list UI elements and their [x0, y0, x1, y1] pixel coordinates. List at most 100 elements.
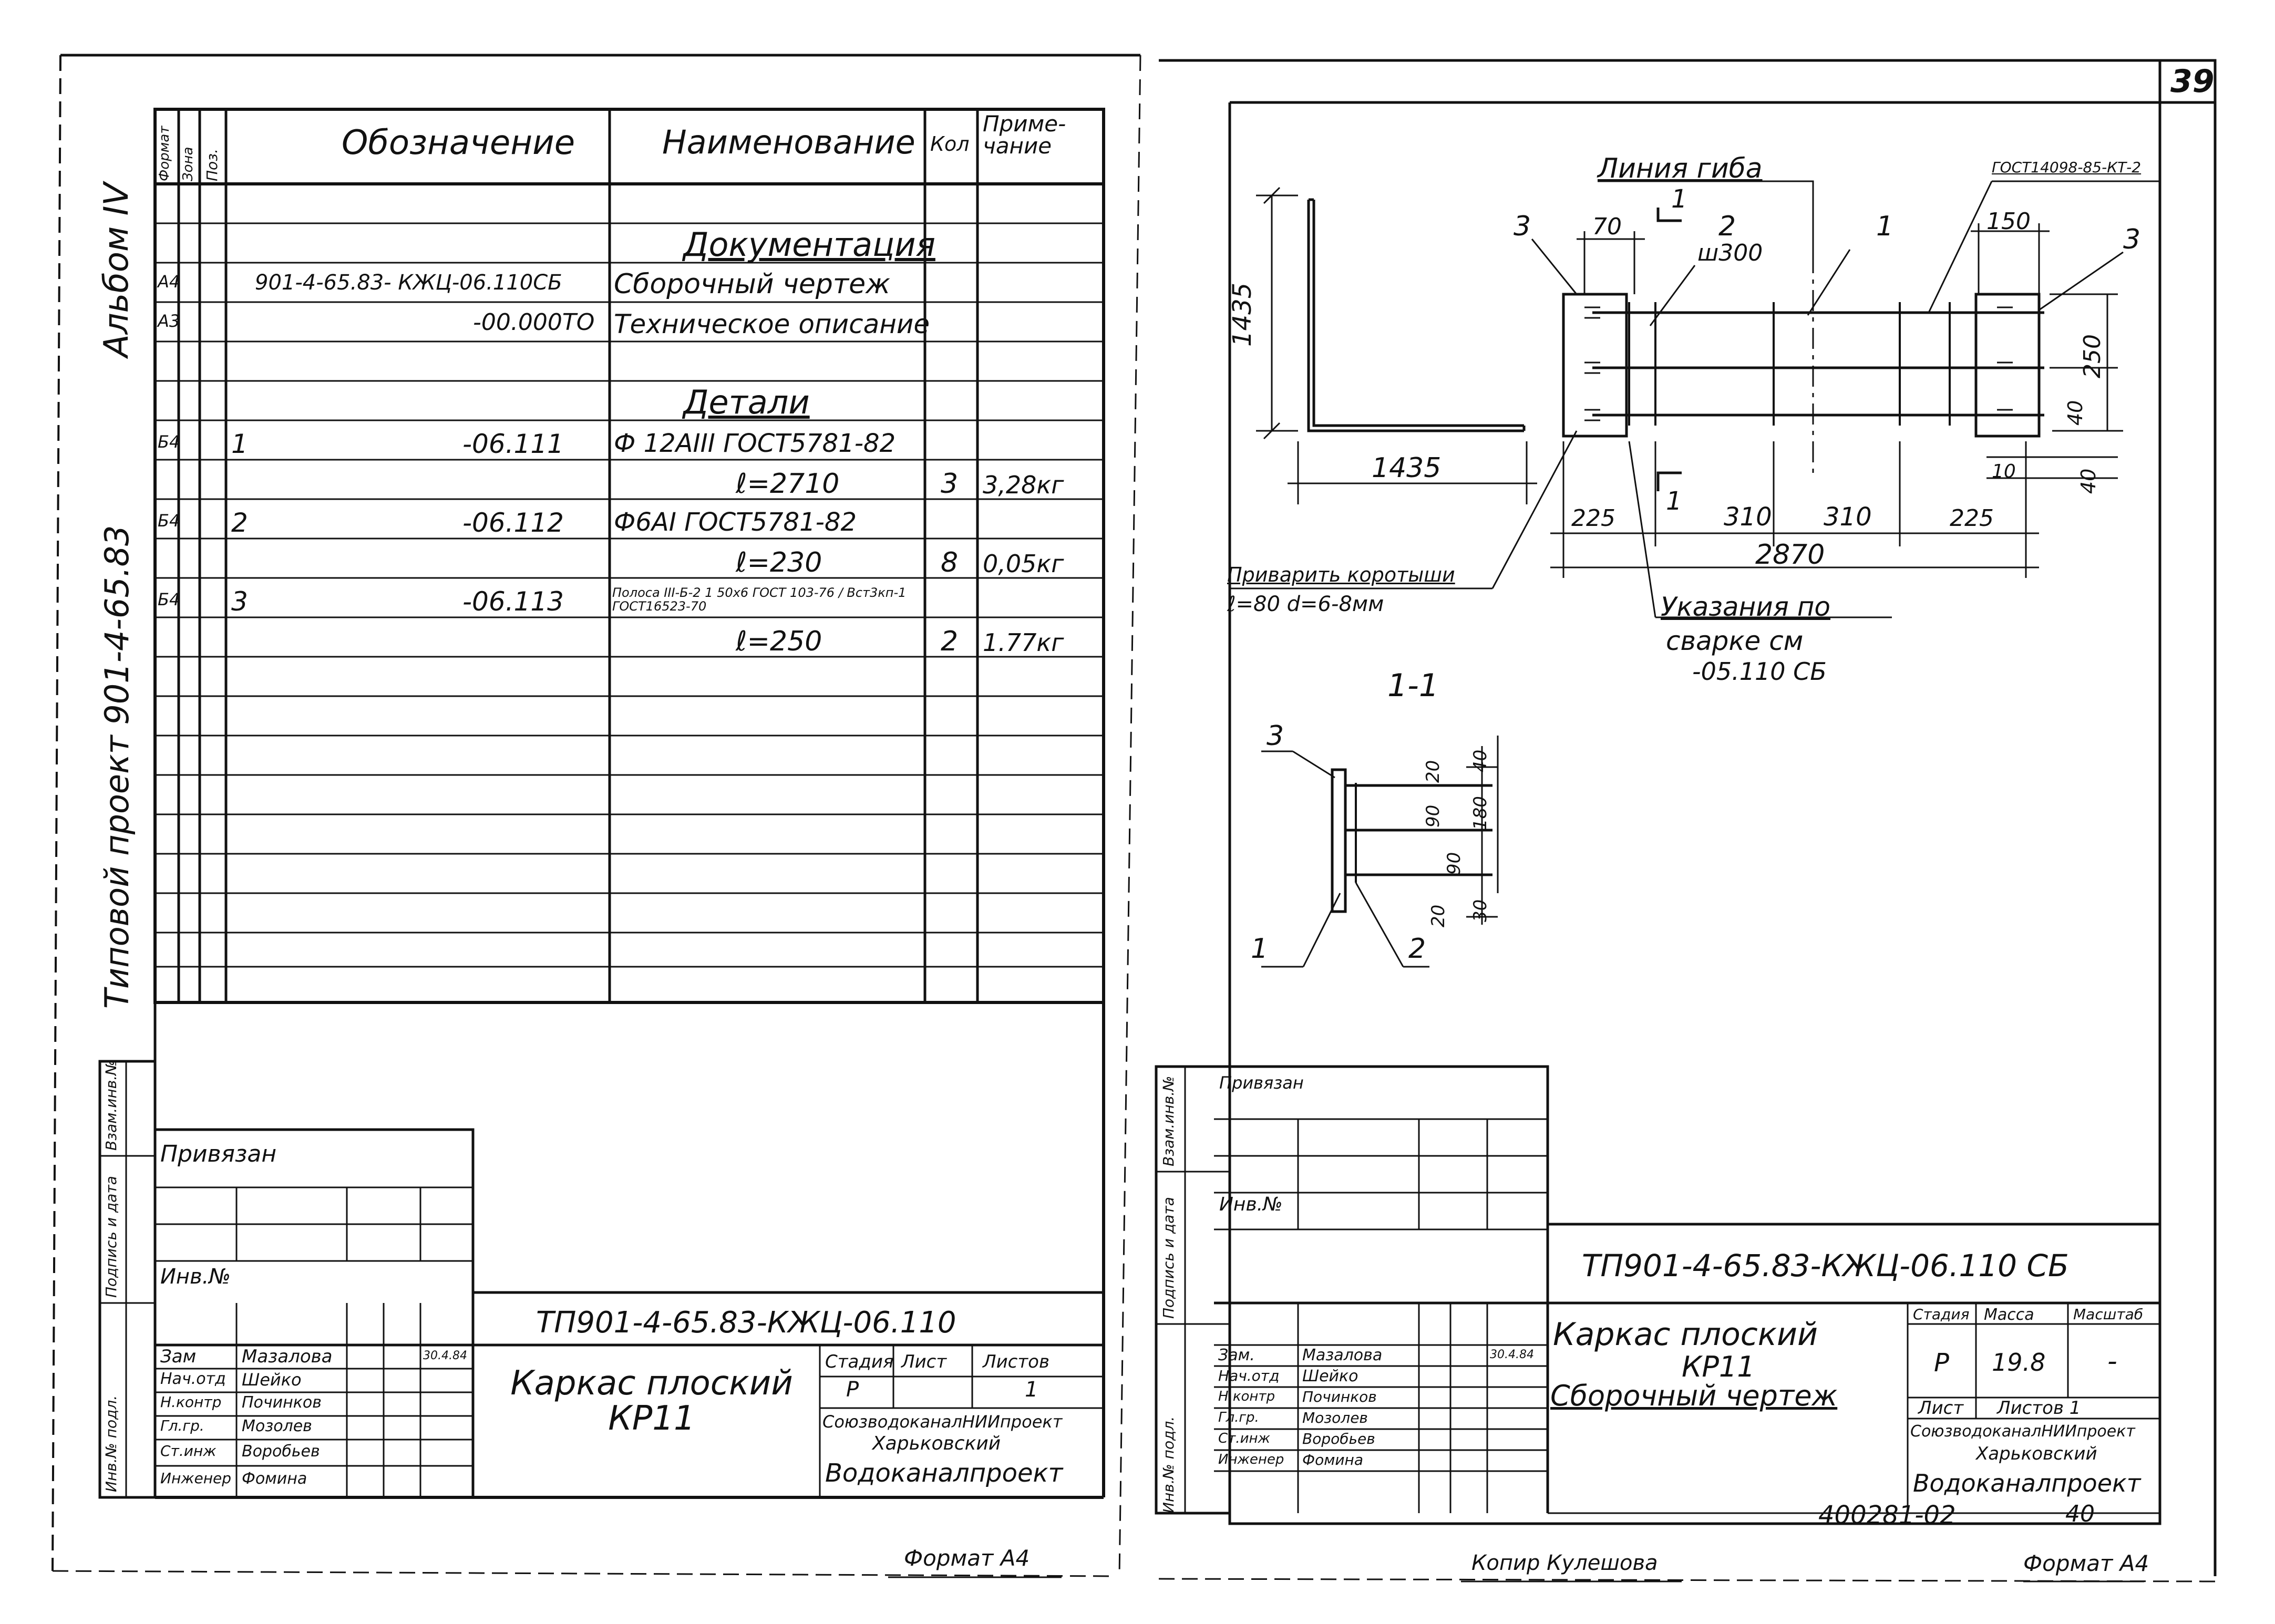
dim-1435-horizontal: 1435	[1372, 452, 1442, 484]
left-format-label: Формат А4	[904, 1545, 1030, 1571]
dim-310-b: 310	[1824, 502, 1872, 532]
person-2-name: Шейко	[242, 1370, 302, 1390]
right-person-3-name: Починков	[1302, 1388, 1377, 1405]
pos-label-3-right: 3	[2123, 224, 2141, 255]
person-5-name: Воробьев	[242, 1442, 320, 1461]
right-person-4-role: Гл.гр.	[1218, 1410, 1259, 1425]
section-dim-20-bottom: 20	[1428, 904, 1449, 927]
detail-2-format: Б4	[158, 511, 180, 531]
right-stage-value: Р	[1934, 1348, 1949, 1378]
right-org-line-3: Водоканалпроект	[1913, 1469, 2141, 1497]
org-line-1: СоюзводоканалНИИпроект	[822, 1412, 1063, 1432]
welding-ref-line-3: -05.110 СБ	[1692, 657, 1827, 686]
section-dim-30: 30	[1470, 899, 1491, 922]
right-person-6-role: Инженер	[1218, 1452, 1284, 1467]
person-1-role: Зам	[160, 1346, 197, 1367]
person-6-name: Фомина	[242, 1470, 307, 1488]
col-name-header: Наименование	[662, 123, 915, 161]
dim-70: 70	[1592, 213, 1622, 240]
cut-label-top: 1	[1671, 184, 1687, 214]
doc-row-2-designation: -00.000ТО	[473, 309, 595, 336]
right-title-subtitle: КР11	[1682, 1350, 1755, 1383]
doc-row-2-name: Техническое описание	[614, 309, 930, 339]
right-stamp-sign-label: Подпись и дата	[1160, 1197, 1177, 1319]
bend-line-label: Линия гиба	[1598, 153, 1763, 184]
section-dim-40: 40	[1470, 749, 1491, 772]
cut-label-bottom: 1	[1666, 487, 1682, 516]
detail-2-pos: 2	[231, 508, 248, 538]
sheets-label: Листов	[983, 1351, 1050, 1372]
person-3-role: Н.контр	[160, 1393, 222, 1411]
section-documentation: Документация	[683, 225, 935, 264]
right-person-1-role: Зам.	[1218, 1346, 1255, 1364]
detail-1-format: Б4	[158, 432, 180, 452]
frame-plan	[1562, 293, 2044, 438]
person-2-role: Нач.отд	[160, 1370, 226, 1388]
right-stage-label: Стадия	[1913, 1306, 1970, 1323]
col-format-header: Формат	[157, 126, 172, 182]
right-scale-value: -	[2107, 1346, 2117, 1377]
col-note-header: Приме-чание	[983, 111, 1066, 159]
sheet-number: 39	[2170, 63, 2215, 100]
section-dim-20-top: 20	[1423, 760, 1444, 783]
right-mass-label: Масса	[1984, 1306, 2034, 1324]
right-title-code: ТП901-4-65.83-КЖЦ-06.110 СБ	[1582, 1248, 2069, 1284]
project-label: Типовой проект 901-4-65.83	[98, 525, 136, 1009]
section-pos-1: 1	[1251, 933, 1269, 965]
dim-150: 150	[1986, 208, 2031, 235]
sheet-label: Лист	[901, 1351, 947, 1372]
section-pos-2: 2	[1408, 933, 1426, 965]
archive-number: 400281-02	[1818, 1501, 1956, 1530]
right-org-line-2: Харьковский	[1976, 1443, 2097, 1464]
stage-value: Р	[846, 1378, 859, 1402]
right-person-1-date: 30.4.84	[1490, 1348, 1534, 1361]
pos-label-2: 2	[1718, 211, 1736, 242]
detail-3-length: ℓ=250	[736, 626, 822, 657]
page-number: 40	[2065, 1501, 2095, 1527]
right-format-label: Формат А4	[2023, 1550, 2149, 1576]
copied-by: Копир Кулешова	[1471, 1551, 1658, 1575]
right-inv-no-label: Инв.№	[1219, 1194, 1283, 1215]
right-privyazan-label: Привязан	[1219, 1073, 1304, 1093]
dim-10: 10	[1992, 461, 2016, 482]
dim-2870: 2870	[1755, 539, 1825, 571]
weld-params: ℓ=80 d=6-8мм	[1227, 592, 1384, 616]
right-doc-type: Сборочный чертеж	[1550, 1379, 1838, 1412]
dim-250: 250	[2079, 334, 2106, 378]
right-stamp-vzam-label: Взам.инв.№	[1160, 1075, 1177, 1166]
welding-ref-line-2: сварке см	[1666, 626, 1804, 656]
right-person-6-name: Фомина	[1302, 1451, 1364, 1468]
section-1-1-label: 1-1	[1387, 667, 1439, 704]
weld-note: Приварить коротыши	[1227, 563, 1455, 586]
detail-3-format: Б4	[158, 589, 180, 609]
detail-1-note: 3,28кг	[983, 471, 1064, 499]
section-dim-180: 180	[1470, 796, 1491, 830]
section-dim-90-a: 90	[1423, 804, 1444, 827]
org-line-2: Харьковский	[872, 1433, 1001, 1454]
dim-225-right: 225	[1950, 505, 1994, 532]
person-1-name: Мазалова	[242, 1346, 333, 1367]
person-3-name: Починков	[242, 1393, 322, 1412]
detail-1-qty: 3	[941, 468, 959, 500]
section-1-1	[1331, 768, 1492, 913]
detail-2-designation: -06.112	[462, 508, 564, 538]
bent-bar-view	[1307, 198, 1526, 432]
dim-225-left: 225	[1571, 505, 1615, 532]
right-stamp-inv-label: Инв.№ подл.	[1160, 1416, 1177, 1513]
detail-1-length: ℓ=2710	[736, 468, 840, 500]
right-org-line-1: СоюзводоканалНИИпроект	[1910, 1422, 2135, 1441]
person-5-role: Ст.инж	[160, 1442, 217, 1460]
col-pos-header: Поз.	[203, 149, 221, 181]
detail-2-qty: 8	[941, 547, 959, 578]
stamp-vzam-label: Взам.инв.№	[102, 1060, 120, 1151]
sheets-value: 1	[1025, 1378, 1038, 1402]
dim-1435-vertical: 1435	[1228, 282, 1257, 347]
right-mass-value: 19.8	[1992, 1348, 2046, 1377]
album-label: Альбом IV	[97, 182, 136, 357]
col-qty-header: Кол	[930, 132, 970, 156]
dim-40-top: 40	[2064, 400, 2087, 426]
right-person-4-name: Мозолев	[1302, 1409, 1368, 1426]
right-person-2-role: Нач.отд	[1218, 1367, 1280, 1384]
